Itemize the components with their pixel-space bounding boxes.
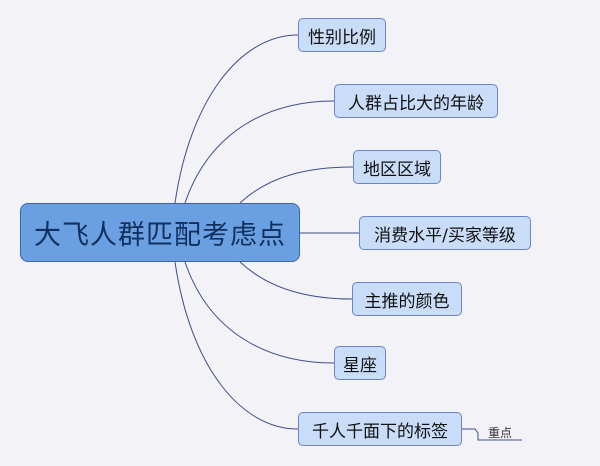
branch-label: 星座 — [343, 355, 377, 376]
branch-personalized-tags[interactable]: 千人千面下的标签 — [298, 412, 462, 446]
branch-label: 地区区域 — [363, 159, 431, 180]
root-label: 大飞人群匹配考虑点 — [34, 220, 286, 251]
branch-age[interactable]: 人群占比大的年龄 — [334, 84, 498, 118]
branch-constellation[interactable]: 星座 — [334, 346, 386, 380]
branch-gender-ratio[interactable]: 性别比例 — [298, 18, 386, 52]
connector-3 — [239, 166, 354, 204]
root-node[interactable]: 大飞人群匹配考虑点 — [20, 203, 300, 262]
branch-consumption-level[interactable]: 消费水平/买家等级 — [359, 216, 531, 250]
connector-6 — [184, 261, 335, 364]
connector-7 — [174, 261, 299, 430]
connector-1 — [174, 34, 299, 204]
note-label[interactable]: 重点 — [488, 426, 513, 440]
branch-region[interactable]: 地区区域 — [353, 150, 441, 184]
connector-2 — [184, 100, 335, 204]
branch-label: 主推的颜色 — [364, 291, 450, 312]
branch-main-color[interactable]: 主推的颜色 — [352, 282, 462, 316]
note-connector — [462, 428, 522, 441]
branch-label: 性别比例 — [308, 27, 376, 48]
branch-label: 人群占比大的年龄 — [348, 93, 484, 114]
branch-label: 千人千面下的标签 — [312, 421, 448, 442]
connector-5 — [239, 261, 353, 300]
branch-label: 消费水平/买家等级 — [374, 225, 516, 246]
